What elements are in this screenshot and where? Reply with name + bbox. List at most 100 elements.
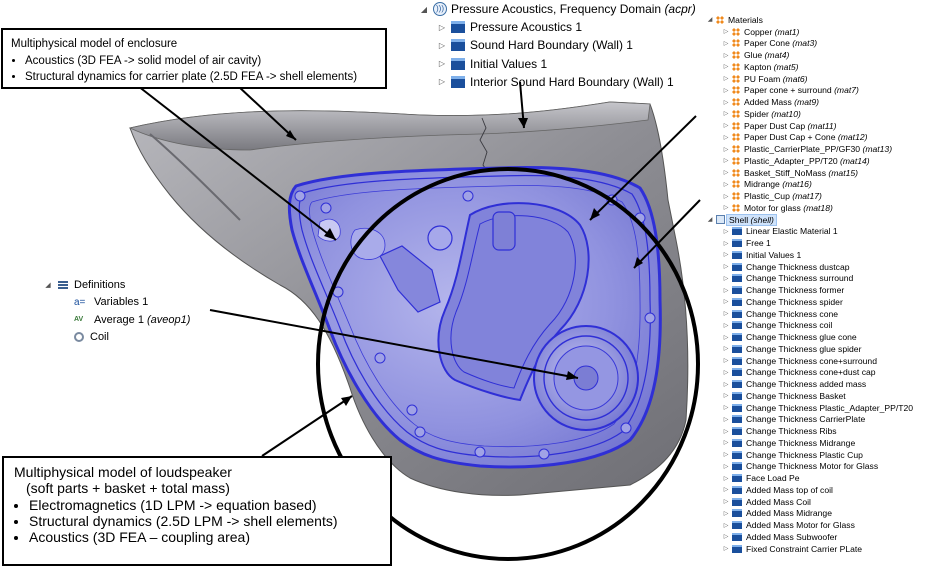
- expand-arrow-icon[interactable]: ▷: [723, 311, 729, 318]
- tree-node-shell-feature[interactable]: ▷Change Thickness former: [707, 284, 913, 296]
- tree-node-shell-feature[interactable]: ▷Added Mass Coil: [707, 496, 913, 508]
- expand-arrow-icon[interactable]: ▷: [723, 452, 729, 459]
- tree-node-material[interactable]: ▷Paper cone + surround (mat7): [707, 85, 913, 97]
- tree-node-material[interactable]: ▷Glue (mat4): [707, 49, 913, 61]
- tree-node-definitions[interactable]: ◢ Definitions: [44, 276, 190, 294]
- expand-arrow-icon[interactable]: ▷: [723, 252, 729, 259]
- expand-arrow-icon[interactable]: ▷: [438, 40, 446, 50]
- tree-node-shell-feature[interactable]: ▷Change Thickness added mass: [707, 378, 913, 390]
- tree-node-material[interactable]: ▷Copper (mat1): [707, 26, 913, 38]
- expand-arrow-icon[interactable]: ▷: [723, 287, 729, 294]
- tree-node-shell-feature[interactable]: ▷Change Thickness CarrierPlate: [707, 414, 913, 426]
- tree-node-shell-feature[interactable]: ▷Added Mass Motor for Glass: [707, 519, 913, 531]
- expand-arrow-icon[interactable]: ▷: [723, 158, 729, 165]
- tree-node[interactable]: ▷ Interior Sound Hard Boundary (Wall) 1: [420, 73, 696, 91]
- expand-arrow-icon[interactable]: ▷: [723, 381, 729, 388]
- tree-node-materials[interactable]: ◢ Materials: [707, 14, 913, 26]
- expand-arrow-icon[interactable]: ▷: [723, 264, 729, 271]
- collapse-arrow-icon[interactable]: ◢: [45, 281, 51, 289]
- tree-node-material[interactable]: ▷Plastic_Cup (mat17): [707, 190, 913, 202]
- tree-node-shell-feature[interactable]: ▷Change Thickness glue cone: [707, 331, 913, 343]
- expand-arrow-icon[interactable]: ▷: [723, 487, 729, 494]
- tree-node-shell-feature[interactable]: ▷Change Thickness spider: [707, 296, 913, 308]
- expand-arrow-icon[interactable]: ▷: [723, 358, 729, 365]
- tree-node-shell-feature[interactable]: ▷Change Thickness dustcap: [707, 261, 913, 273]
- expand-arrow-icon[interactable]: ▷: [723, 111, 729, 118]
- expand-arrow-icon[interactable]: ▷: [723, 228, 729, 235]
- tree-node-shell-feature[interactable]: ▷Change Thickness cone+surround: [707, 355, 913, 367]
- tree-node-shell[interactable]: ◢ Shell (shell): [707, 213, 913, 226]
- tree-node-material[interactable]: ▷Paper Cone (mat3): [707, 38, 913, 50]
- tree-node-shell-feature[interactable]: ▷Change Thickness surround: [707, 273, 913, 285]
- expand-arrow-icon[interactable]: ▷: [723, 52, 729, 59]
- tree-node-shell-feature[interactable]: ▷Fixed Constraint Carrier PLate: [707, 543, 913, 555]
- expand-arrow-icon[interactable]: ▷: [438, 22, 446, 32]
- tree-node-material[interactable]: ▷Spider (mat10): [707, 108, 913, 120]
- expand-arrow-icon[interactable]: ▷: [723, 499, 729, 506]
- expand-arrow-icon[interactable]: ▷: [723, 146, 729, 153]
- tree-node-shell-feature[interactable]: ▷Change Thickness Basket: [707, 390, 913, 402]
- expand-arrow-icon[interactable]: ▷: [723, 534, 729, 541]
- tree-node-material[interactable]: ▷Plastic_CarrierPlate_PP/GF30 (mat13): [707, 143, 913, 155]
- collapse-arrow-icon[interactable]: ◢: [707, 217, 713, 224]
- expand-arrow-icon[interactable]: ▷: [723, 134, 729, 141]
- expand-arrow-icon[interactable]: ▷: [723, 416, 729, 423]
- tree-node-material[interactable]: ▷Midrange (mat16): [707, 179, 913, 191]
- expand-arrow-icon[interactable]: ▷: [723, 369, 729, 376]
- collapse-arrow-icon[interactable]: ◢: [420, 4, 428, 14]
- expand-arrow-icon[interactable]: ▷: [438, 59, 446, 69]
- expand-arrow-icon[interactable]: ▷: [723, 76, 729, 83]
- expand-arrow-icon[interactable]: ▷: [723, 170, 729, 177]
- expand-arrow-icon[interactable]: ▷: [723, 546, 729, 553]
- tree-node-material[interactable]: ▷Kapton (mat5): [707, 61, 913, 73]
- expand-arrow-icon[interactable]: ▷: [723, 240, 729, 247]
- tree-node-material[interactable]: ▷Basket_Stiff_NoMass (mat15): [707, 167, 913, 179]
- tree-node-material[interactable]: ▷Plastic_Adapter_PP/T20 (mat14): [707, 155, 913, 167]
- expand-arrow-icon[interactable]: ▷: [723, 299, 729, 306]
- tree-node-shell-feature[interactable]: ▷Added Mass Midrange: [707, 508, 913, 520]
- expand-arrow-icon[interactable]: ▷: [723, 463, 729, 470]
- tree-node-material[interactable]: ▷PU Foam (mat6): [707, 73, 913, 85]
- expand-arrow-icon[interactable]: ▷: [723, 393, 729, 400]
- tree-node-shell-feature[interactable]: ▷Change Thickness cone: [707, 308, 913, 320]
- expand-arrow-icon[interactable]: ▷: [723, 510, 729, 517]
- tree-node-shell-feature[interactable]: ▷Initial Values 1: [707, 249, 913, 261]
- tree-node-material[interactable]: ▷Paper Dust Cap + Cone (mat12): [707, 132, 913, 144]
- expand-arrow-icon[interactable]: ▷: [723, 440, 729, 447]
- tree-node-material[interactable]: ▷Added Mass (mat9): [707, 96, 913, 108]
- expand-arrow-icon[interactable]: ▷: [723, 181, 729, 188]
- tree-node-average[interactable]: AV Average 1 (aveop1): [44, 311, 190, 329]
- expand-arrow-icon[interactable]: ▷: [723, 475, 729, 482]
- expand-arrow-icon[interactable]: ▷: [723, 87, 729, 94]
- tree-node[interactable]: ▷ Pressure Acoustics 1: [420, 18, 696, 36]
- expand-arrow-icon[interactable]: ▷: [723, 522, 729, 529]
- expand-arrow-icon[interactable]: ▷: [723, 64, 729, 71]
- tree-node-shell-feature[interactable]: ▷Change Thickness Motor for Glass: [707, 461, 913, 473]
- expand-arrow-icon[interactable]: ▷: [723, 205, 729, 212]
- tree-node-shell-feature[interactable]: ▷Change Thickness cone+dust cap: [707, 367, 913, 379]
- tree-node-shell-feature[interactable]: ▷Change Thickness Midrange: [707, 437, 913, 449]
- expand-arrow-icon[interactable]: ▷: [723, 29, 729, 36]
- tree-node-shell-feature[interactable]: ▷Added Mass top of coil: [707, 484, 913, 496]
- expand-arrow-icon[interactable]: ▷: [723, 99, 729, 106]
- expand-arrow-icon[interactable]: ▷: [723, 275, 729, 282]
- tree-node-shell-feature[interactable]: ▷Change Thickness Plastic_Adapter_PP/T20: [707, 402, 913, 414]
- expand-arrow-icon[interactable]: ▷: [723, 123, 729, 130]
- tree-node-shell-feature[interactable]: ▷Change Thickness glue spider: [707, 343, 913, 355]
- tree-node-shell-feature[interactable]: ▷Change Thickness Ribs: [707, 425, 913, 437]
- expand-arrow-icon[interactable]: ▷: [723, 322, 729, 329]
- collapse-arrow-icon[interactable]: ◢: [707, 17, 713, 24]
- expand-arrow-icon[interactable]: ▷: [723, 346, 729, 353]
- tree-node-variables[interactable]: a= Variables 1: [44, 294, 190, 312]
- tree-node-material[interactable]: ▷Motor for glass (mat18): [707, 202, 913, 214]
- tree-node-shell-feature[interactable]: ▷Face Load Pe: [707, 472, 913, 484]
- expand-arrow-icon[interactable]: ▷: [723, 40, 729, 47]
- tree-node-shell-feature[interactable]: ▷Free 1: [707, 237, 913, 249]
- tree-node-shell-feature[interactable]: ▷Added Mass Subwoofer: [707, 531, 913, 543]
- tree-node-material[interactable]: ▷Paper Dust Cap (mat11): [707, 120, 913, 132]
- expand-arrow-icon[interactable]: ▷: [723, 334, 729, 341]
- tree-node-acpr[interactable]: ◢ ))) Pressure Acoustics, Frequency Doma…: [420, 0, 696, 18]
- tree-node[interactable]: ▷ Initial Values 1: [420, 55, 696, 73]
- expand-arrow-icon[interactable]: ▷: [723, 193, 729, 200]
- tree-node-shell-feature[interactable]: ▷Change Thickness Plastic Cup: [707, 449, 913, 461]
